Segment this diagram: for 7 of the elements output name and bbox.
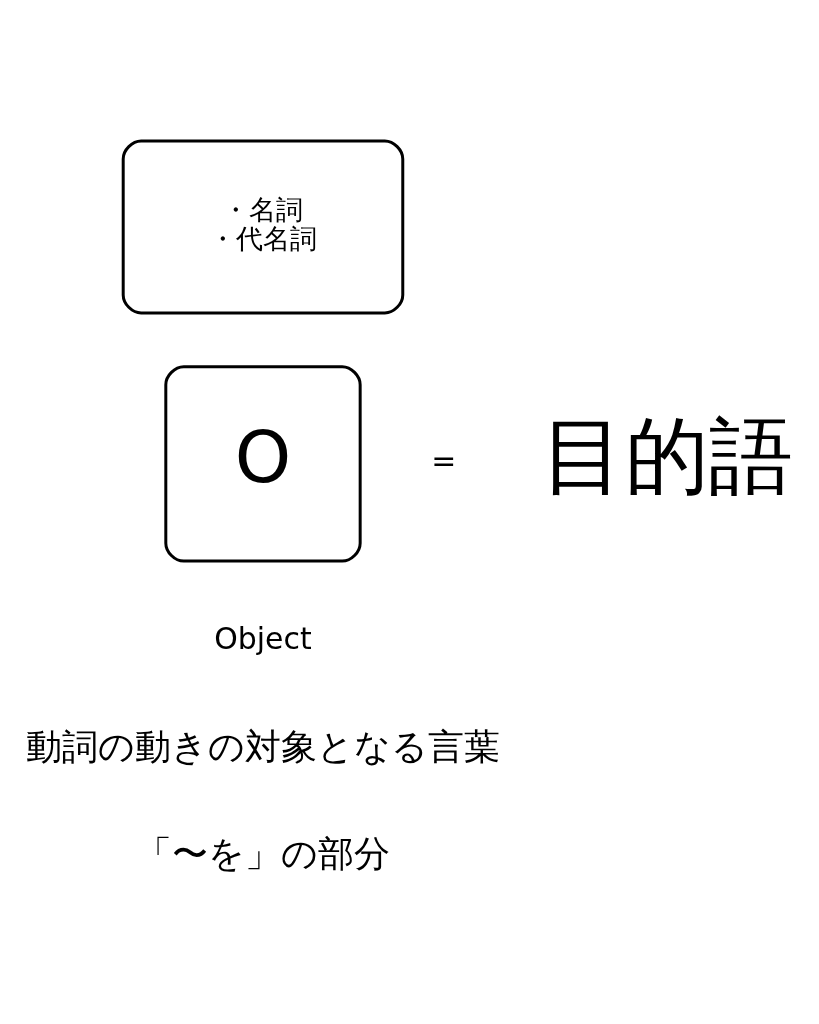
node-box: ・名詞 ・代名詞 [121, 139, 405, 314]
label: 動詞の動きの対象となる言葉 [25, 725, 500, 767]
label: 目的語 [540, 406, 793, 505]
label: = [431, 442, 457, 478]
node-box: O [164, 364, 362, 563]
label: 「〜を」の部分 [135, 832, 390, 874]
node-label: Object [214, 620, 312, 656]
